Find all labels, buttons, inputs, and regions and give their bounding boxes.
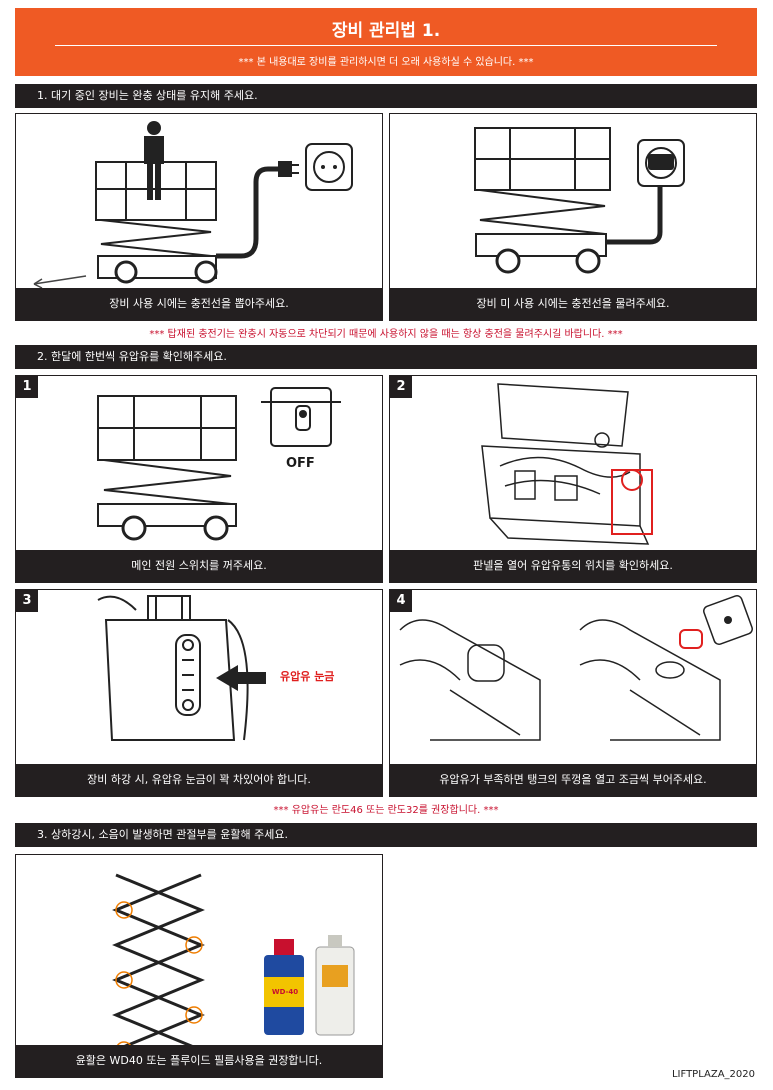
section1-heading: 1. 대기 중인 장비는 완충 상태를 유지해 주세요. — [15, 84, 757, 108]
caption-lubrication: 윤활은 WD40 또는 플루이드 필름사용을 권장합니다. — [16, 1045, 382, 1077]
section2-heading: 2. 한달에 한번씩 유압유를 확인해주세요. — [15, 345, 757, 369]
step-number: 2 — [390, 376, 412, 398]
wd40-can-label: WD-40 — [271, 988, 299, 996]
main-switch-illustration — [97, 387, 341, 541]
open-panel-illustration — [481, 383, 653, 545]
header-divider — [55, 45, 717, 46]
oil-gauge-illustration — [97, 595, 266, 741]
caption-plug: 장비 미 사용 시에는 충전선을 물려주세요. — [390, 288, 756, 320]
page-title: 장비 관리법 1. — [331, 21, 441, 41]
off-label: OFF — [286, 456, 315, 471]
panel-step-1: 1 OFF 메인 전원 스위치를 꺼주세요. — [15, 375, 383, 583]
step-number: 4 — [390, 590, 412, 612]
section2-note: *** 유압유는 란도46 또는 란도32를 권장합니다. *** — [273, 805, 499, 816]
panel-step-4: 4 유압유가 부족하면 탱크의 뚜껑을 열고 조금씩 부어주세요. — [389, 589, 757, 797]
step-number: 3 — [16, 590, 38, 612]
scissor-joints-illustration — [111, 873, 355, 1064]
panel-step-2: 2 판넬을 열어 유압유통의 위치를 확인하세요. — [389, 375, 757, 583]
panel-step-3: 3 유압유 눈금 장비 하강 시, 유압유 눈금이 꽉 차있어야 합니다. — [15, 589, 383, 797]
refill-tank-illustration — [399, 595, 753, 741]
caption-step-3: 장비 하강 시, 유압유 눈금이 꽉 차있어야 합니다. — [16, 764, 382, 796]
caption-step-1: 메인 전원 스위치를 꺼주세요. — [16, 550, 382, 582]
panel-plug-charger: 장비 미 사용 시에는 충전선을 물려주세요. — [389, 113, 757, 321]
step-number: 1 — [16, 376, 38, 398]
page-header: 장비 관리법 1. *** 본 내용대로 장비를 관리하시면 더 오래 사용하실… — [15, 8, 757, 76]
section3-heading: 3. 상하강시, 소음이 발생하면 관절부를 윤활해 주세요. — [15, 823, 757, 847]
lift-plugged-illustration — [474, 127, 685, 274]
oil-gauge-label: 유압유 눈금 — [280, 670, 335, 683]
panel-lubrication: WD-40 윤활은 WD40 또는 플루이드 필름사용을 권장합니다. — [15, 854, 383, 1078]
footer-credit: LIFTPLAZA_2020 — [671, 1069, 755, 1080]
caption-step-4: 유압유가 부족하면 탱크의 뚜껑을 열고 조금씩 부어주세요. — [390, 764, 756, 796]
panel-unplug-charger: 장비 사용 시에는 충전선을 뽑아주세요. — [15, 113, 383, 321]
caption-step-2: 판넬을 열어 유압유통의 위치를 확인하세요. — [390, 550, 756, 582]
section1-note: *** 탑재된 충전기는 완충시 자동으로 차단되기 때문에 사용하지 않을 때… — [149, 329, 623, 340]
page-subtitle: *** 본 내용대로 장비를 관리하시면 더 오래 사용하실 수 있습니다. *… — [238, 57, 534, 68]
caption-unplug: 장비 사용 시에는 충전선을 뽑아주세요. — [16, 288, 382, 320]
lift-with-operator-illustration — [33, 121, 353, 289]
